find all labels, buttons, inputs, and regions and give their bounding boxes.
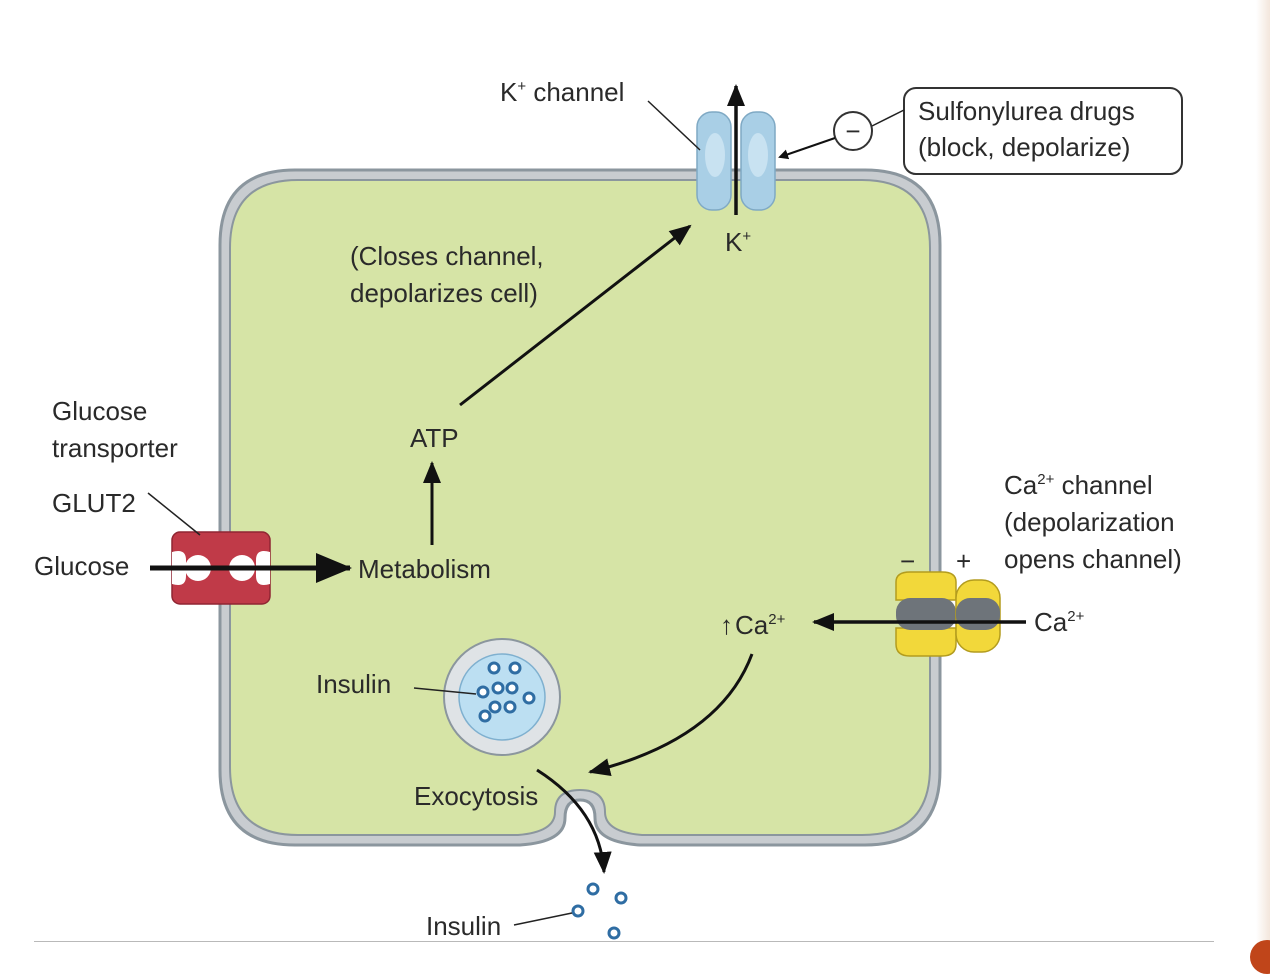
inhibition-minus: −	[845, 116, 860, 146]
released-insulin-granule	[586, 882, 600, 896]
exocytosis-arrow	[536, 768, 612, 874]
insulin-granule	[487, 661, 501, 675]
sulfonylurea-box: Sulfonylurea drugs (block, depolarize)	[903, 87, 1183, 175]
closes-channel-line2: depolarizes cell)	[350, 278, 538, 308]
insulin-granule	[508, 661, 522, 675]
inhibition-symbol	[833, 111, 873, 151]
released-insulin-granule	[614, 891, 628, 905]
membrane-minus: −	[900, 546, 915, 576]
ca-channel-line2: (depolarization	[1004, 507, 1175, 537]
k-channel-label: K+ channel	[500, 77, 624, 107]
membrane-plus: +	[956, 546, 971, 576]
insulin-vesicle	[443, 638, 561, 756]
insulin-granule	[476, 685, 490, 699]
ca-channel-label: Ca2+ channel	[1004, 470, 1153, 500]
released-insulin-leader	[513, 912, 573, 926]
cytoplasm	[229, 179, 931, 836]
glucose-label: Glucose	[34, 551, 129, 581]
ca-channel-line3: opens channel)	[1004, 544, 1182, 574]
glut2-leader	[147, 492, 201, 536]
slide-corner-logo	[1250, 940, 1270, 974]
sulfonylurea-line2: (block, depolarize)	[918, 132, 1130, 162]
insulin-granule	[478, 709, 492, 723]
sulfonylurea-block-arrow	[778, 137, 836, 160]
metabolism-label: Metabolism	[358, 554, 491, 584]
ca-channel	[895, 571, 1001, 657]
insulin-granule	[505, 681, 519, 695]
sulfonylurea-line1: Sulfonylurea drugs	[918, 96, 1135, 126]
insulin-granule	[491, 681, 505, 695]
insulin-vesicle-label: Insulin	[316, 669, 391, 699]
insulin-granule	[488, 700, 502, 714]
released-insulin-granule	[571, 904, 585, 918]
k-channel-leader	[647, 100, 701, 151]
atp-label: ATP	[410, 423, 459, 453]
beta-cell	[218, 168, 942, 847]
insulin-granule	[522, 691, 536, 705]
released-insulin-granule	[607, 926, 621, 940]
glucose-transporter-line2: transporter	[52, 433, 178, 463]
insulin-vesicle-leader	[413, 687, 477, 695]
footer-divider	[34, 941, 1214, 942]
ca-inside-label: ↑Ca2+	[720, 610, 786, 640]
ca-to-exocytosis-arrow	[588, 653, 754, 776]
exocytosis-label: Exocytosis	[414, 781, 538, 811]
insulin-granule	[503, 700, 517, 714]
closes-channel-line1: (Closes channel,	[350, 241, 544, 271]
k-ion-label: K+	[725, 227, 751, 257]
atp-to-k-channel-arrow	[459, 224, 692, 407]
glucose-transporter-line1: Glucose	[52, 396, 147, 426]
slide-edge-decoration	[1256, 0, 1270, 960]
k-channel	[696, 84, 776, 215]
ca-outside-label: Ca2+	[1034, 607, 1085, 637]
sulfonylurea-connector	[871, 109, 905, 127]
released-insulin-label: Insulin	[426, 911, 501, 941]
glut2-label: GLUT2	[52, 488, 136, 518]
